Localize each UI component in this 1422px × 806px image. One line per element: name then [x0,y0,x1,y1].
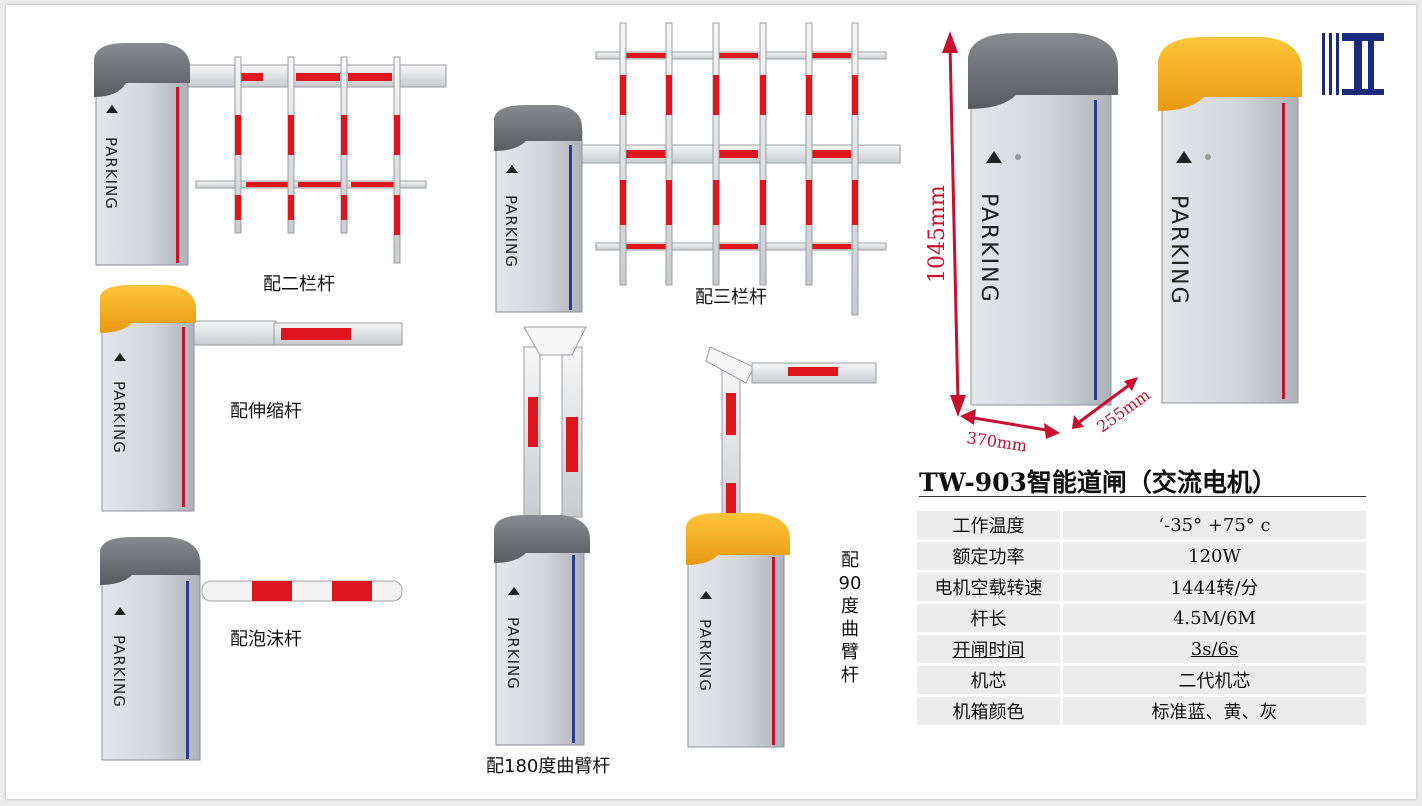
spec-label: 机芯 [917,666,1060,694]
spec-value: ‘-35° +75° c [1063,511,1366,539]
barrier-two-bar: PARKING [94,43,447,266]
caption-folding-180: 配180度曲臂杆 [486,756,611,777]
spec-label: 开闸时间 [952,640,1025,661]
spec-value: 4.5M/6M [1063,604,1366,632]
spec-value: 1444转/分 [1063,573,1366,601]
cabinet-label: PARKING [102,137,120,210]
barrier-foam: PARKING [100,537,403,761]
caption-telescopic: 配伸缩杆 [230,401,302,422]
spec-label: 杆长 [917,604,1060,632]
slide: PARKING [6,5,1416,799]
product-illustrations: PARKING [94,22,1384,761]
spec-row: 工作温度‘-35° +75° c [917,511,1366,539]
dim-width: 370mm [965,428,1028,455]
caption-foam: 配泡沫杆 [230,629,302,650]
company-logo-icon [1322,33,1384,95]
spec-row: 机箱颜色标准蓝、黄、灰 [917,697,1366,725]
spec-row: 机芯二代机芯 [917,666,1366,694]
title-divider [919,496,1366,497]
product-title: TW-903智能道闸（交流电机） [919,468,1277,497]
dim-height: 1045mm [925,185,950,283]
barrier-telescopic: PARKING [100,285,403,512]
spec-label: 机箱颜色 [917,697,1060,725]
cabinet-label: PARKING [110,635,128,708]
cabinet-label: PARKING [1166,195,1191,306]
spec-label: 工作温度 [917,511,1060,539]
caption-folding-90: 配90度曲臂杆 [838,550,862,686]
caption-three-bar: 配三栏杆 [695,287,767,308]
spec-label: 电机空载转速 [917,573,1060,601]
cabinet-large-yellow: PARKING [1158,37,1302,404]
spec-value: 3s/6s [1190,638,1239,660]
cabinet-label: PARKING [502,195,520,268]
cabinet-label: PARKING [696,619,714,692]
cabinet-label: PARKING [110,381,128,454]
barrier-folding-90: PARKING [686,346,877,748]
cabinet-label: PARKING [976,193,1001,304]
spec-value: 120W [1063,542,1366,570]
spec-value: 二代机芯 [1063,666,1366,694]
cabinet-label: PARKING [504,617,522,690]
caption-two-bar: 配二栏杆 [263,274,335,295]
spec-row: 开闸时间 3s/6s [917,635,1366,663]
cabinet-large-gray: PARKING [968,33,1118,406]
spec-label: 额定功率 [917,542,1060,570]
barrier-three-bar: PARKING [494,22,901,316]
barrier-folding-180: PARKING [494,326,590,746]
spec-value: 标准蓝、黄、灰 [1063,697,1366,725]
